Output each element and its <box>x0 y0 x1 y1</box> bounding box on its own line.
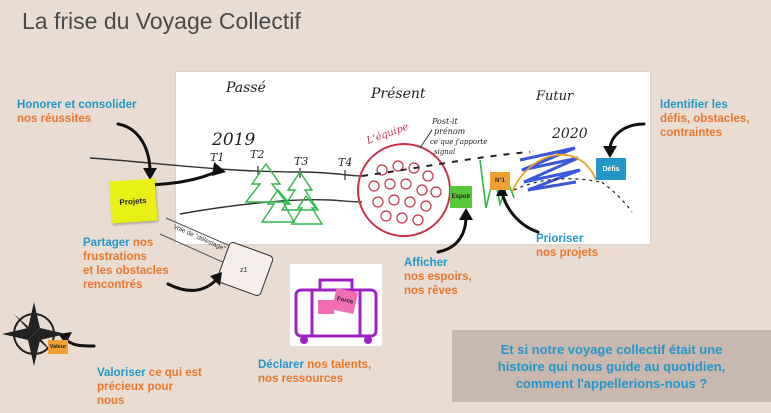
delestage-sign <box>216 242 274 296</box>
postit-force-label: Force <box>336 296 354 306</box>
postit-force: Force <box>331 287 359 315</box>
postit-n1: N°1 <box>490 172 510 190</box>
timeline-lower-line <box>179 198 363 215</box>
z1-label: z1 <box>240 267 248 274</box>
label-partager-line1b: nos <box>132 237 154 249</box>
label-identifier-line1: Identifier les <box>660 99 728 111</box>
arrow-valoriser <box>62 336 96 348</box>
present-heading: Présent <box>370 86 426 102</box>
label-declarer-line1b: nos talents, <box>307 359 372 371</box>
tick-t4: T4 <box>338 156 352 169</box>
label-partager-line3: et les obstacles <box>83 265 169 277</box>
postit-espoir: Espoir <box>450 186 472 208</box>
label-declarer-line1a: Déclarer <box>258 359 308 371</box>
label-afficher-line2: nos espoirs, <box>404 271 472 283</box>
futur-heading: Futur <box>535 89 574 104</box>
arrow-afficher <box>436 214 468 254</box>
suitcase-tag <box>318 300 334 314</box>
postit-note-2: prénom <box>434 127 466 136</box>
label-honorer: Honorer et consolider nos réussites <box>17 98 137 126</box>
postit-espoir-label: Espoir <box>451 194 471 200</box>
postit-note-4: signal <box>434 148 455 156</box>
team-members <box>368 160 442 226</box>
callout-line3: comment l'appellerions-nous ? <box>515 375 708 391</box>
callout-line2: histoire qui nous guide au quotidien, <box>497 358 726 374</box>
year-2019: 2019 <box>211 130 255 150</box>
label-honorer-line2: nos réussites <box>17 113 92 125</box>
label-valoriser: Valoriser ce qui est précieux pour nous <box>97 366 202 408</box>
label-afficher-line1: Afficher <box>404 257 448 269</box>
label-valoriser-line3: nous <box>97 395 125 407</box>
tick-t1: T1 <box>210 151 224 164</box>
postit-note-3: ce que j'apporte <box>430 138 487 146</box>
compass-rose <box>2 302 66 366</box>
callout-line1: Et si notre voyage collectif était une <box>500 341 723 357</box>
label-prioriser-line2: nos projets <box>536 247 598 259</box>
label-partager-line4: rencontrés <box>83 279 143 291</box>
obstacle-arch <box>511 153 597 193</box>
label-prioriser-line1: Prioriser <box>536 233 584 245</box>
postit-projets-label: Projets <box>119 195 147 207</box>
timeline-upper-line <box>89 157 363 177</box>
future-lower-dash <box>513 178 601 191</box>
postit-defis: Défis <box>596 158 626 180</box>
page-title: La frise du Voyage Collectif <box>22 8 301 34</box>
delestage-label: Voie de "délestage" <box>172 223 227 253</box>
label-valoriser-line1b: ce qui est <box>148 367 202 379</box>
label-identifier-line3: contraintes <box>660 127 722 139</box>
future-tail <box>595 177 633 213</box>
postit-projets: Projets <box>108 178 158 224</box>
postit-n1-label: N°1 <box>494 178 506 184</box>
postit-valeur-label: Valeur <box>49 344 67 350</box>
label-partager-line1a: Partager <box>83 237 133 249</box>
label-partager: Partager nos frustrations et les obstacl… <box>83 236 169 292</box>
label-declarer: Déclarer nos talents, nos ressources <box>258 358 371 386</box>
label-prioriser: Prioriser nos projets <box>536 232 598 260</box>
tick-t2: T2 <box>250 148 264 161</box>
label-honorer-line1: Honorer et consolider <box>17 99 137 111</box>
green-trees <box>244 162 324 225</box>
label-afficher: Afficher nos espoirs, nos rêves <box>404 256 472 298</box>
label-afficher-line3: nos rêves <box>404 285 458 297</box>
label-valoriser-line2: précieux pour <box>97 381 174 393</box>
postit-defis-label: Défis <box>602 165 620 173</box>
label-partager-line2: frustrations <box>83 251 147 263</box>
passe-heading: Passé <box>225 80 266 96</box>
label-valoriser-line1a: Valoriser <box>97 367 149 379</box>
year-2020: 2020 <box>551 126 588 142</box>
postit-valeur: Valeur <box>48 340 68 354</box>
arrow-honorer <box>116 122 152 174</box>
tick-t3: T3 <box>294 155 308 168</box>
postit-pointer <box>419 129 433 149</box>
label-identifier-line2: défis, obstacles, <box>660 113 750 125</box>
question-callout: Et si notre voyage collectif était une h… <box>452 330 771 402</box>
obstacle-scribble <box>519 146 581 192</box>
arrow-prioriser <box>500 190 540 234</box>
label-declarer-line2: nos ressources <box>258 373 344 385</box>
postit-note-1: Post-it <box>431 117 458 126</box>
label-identifier: Identifier les défis, obstacles, contrai… <box>660 98 749 140</box>
arrow-partager <box>166 278 218 292</box>
